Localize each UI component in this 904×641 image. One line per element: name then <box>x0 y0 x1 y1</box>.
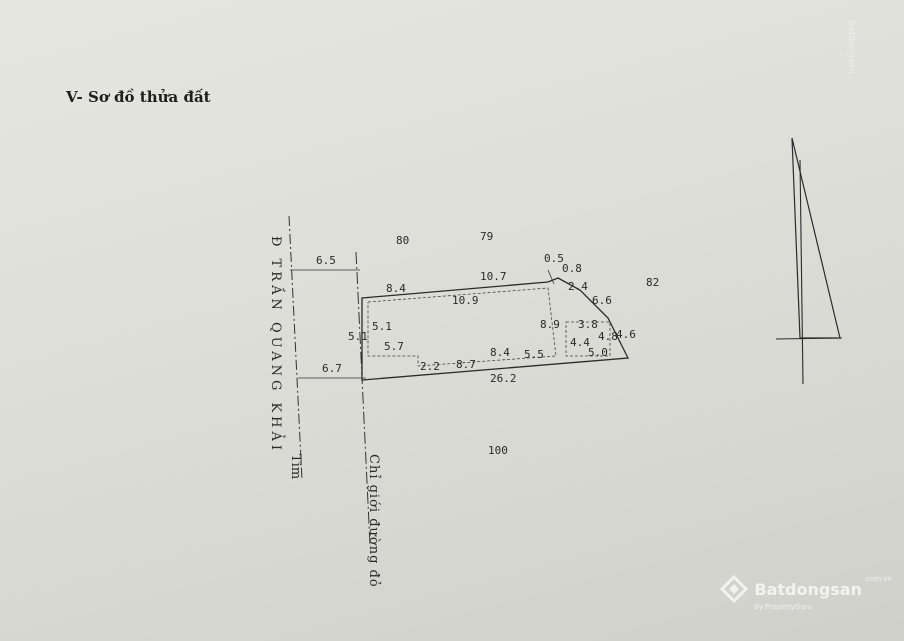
dim-corner-c: 2.4 <box>568 280 588 293</box>
small-structure <box>565 321 611 357</box>
watermark-brand: Batdongsan <box>754 579 863 599</box>
dim-small-box-side: 4.4 <box>570 336 590 349</box>
watermark-domain: .com.vn <box>864 575 892 583</box>
dim-top-inner: 10.9 <box>452 294 479 307</box>
red-boundary-label: Chỉ giới đường đỏ <box>366 454 381 588</box>
dim-bottom-inner-c: 5.5 <box>524 348 544 361</box>
dim-left-side: 5.1 <box>348 330 368 343</box>
watermark: Batdongsan .com.vn by PropertyGuru <box>720 575 892 611</box>
red-boundary-line <box>355 251 371 546</box>
dim-top-left: 8.4 <box>386 282 406 295</box>
dim-bottom-total: 26.2 <box>490 372 517 385</box>
neighbor-parcel-100: 100 <box>488 444 508 457</box>
dim-top-offset: 6.5 <box>316 254 336 267</box>
neighbor-parcel-79: 79 <box>480 230 493 243</box>
dim-corner-a: 0.5 <box>544 252 564 265</box>
dim-small-box-right: 4.8 <box>598 330 618 343</box>
centerline-label: Tim <box>288 454 303 479</box>
north-arrow-icon <box>791 137 841 339</box>
section-title: V- Sơ đồ thửa đất <box>66 88 211 106</box>
building-footprint <box>367 287 557 367</box>
watermark-sub: by PropertyGuru <box>754 603 812 611</box>
watermark-top: Batdongsan <box>846 20 876 74</box>
parcel-outline <box>361 277 630 381</box>
dim-bottom-offset: 6.7 <box>322 362 342 375</box>
dim-right-short: 4.6 <box>616 328 636 341</box>
dim-inner-box-w: 5.7 <box>384 340 404 353</box>
dim-small-box-top: 3.8 <box>578 318 598 331</box>
watermark-top-brand: Batdongsan <box>846 20 856 74</box>
batdongsan-logo-icon <box>720 575 749 603</box>
dim-corner-b: 0.8 <box>562 262 582 275</box>
neighbor-parcel-82: 82 <box>646 276 659 289</box>
dim-top-right: 10.7 <box>480 270 507 283</box>
dim-small-box-bottom: 5.0 <box>588 346 608 359</box>
street-centerline <box>288 215 303 481</box>
dim-bottom-inner-b: 8.4 <box>490 346 510 359</box>
north-arrow-axis <box>799 159 804 385</box>
dim-inner-right: 8.9 <box>540 318 560 331</box>
dim-left-inner: 5.1 <box>372 320 392 333</box>
dim-inner-box-h: 2.2 <box>420 360 440 373</box>
street-name: Đ TRẦN QUANG KHẢI <box>268 236 286 454</box>
corner-tick <box>547 269 555 285</box>
neighbor-parcel-80: 80 <box>396 234 409 247</box>
north-arrow-crossbar <box>775 337 843 340</box>
dim-bottom-inner-a: 8.7 <box>456 358 476 371</box>
dim-slant: 6.6 <box>592 294 612 307</box>
